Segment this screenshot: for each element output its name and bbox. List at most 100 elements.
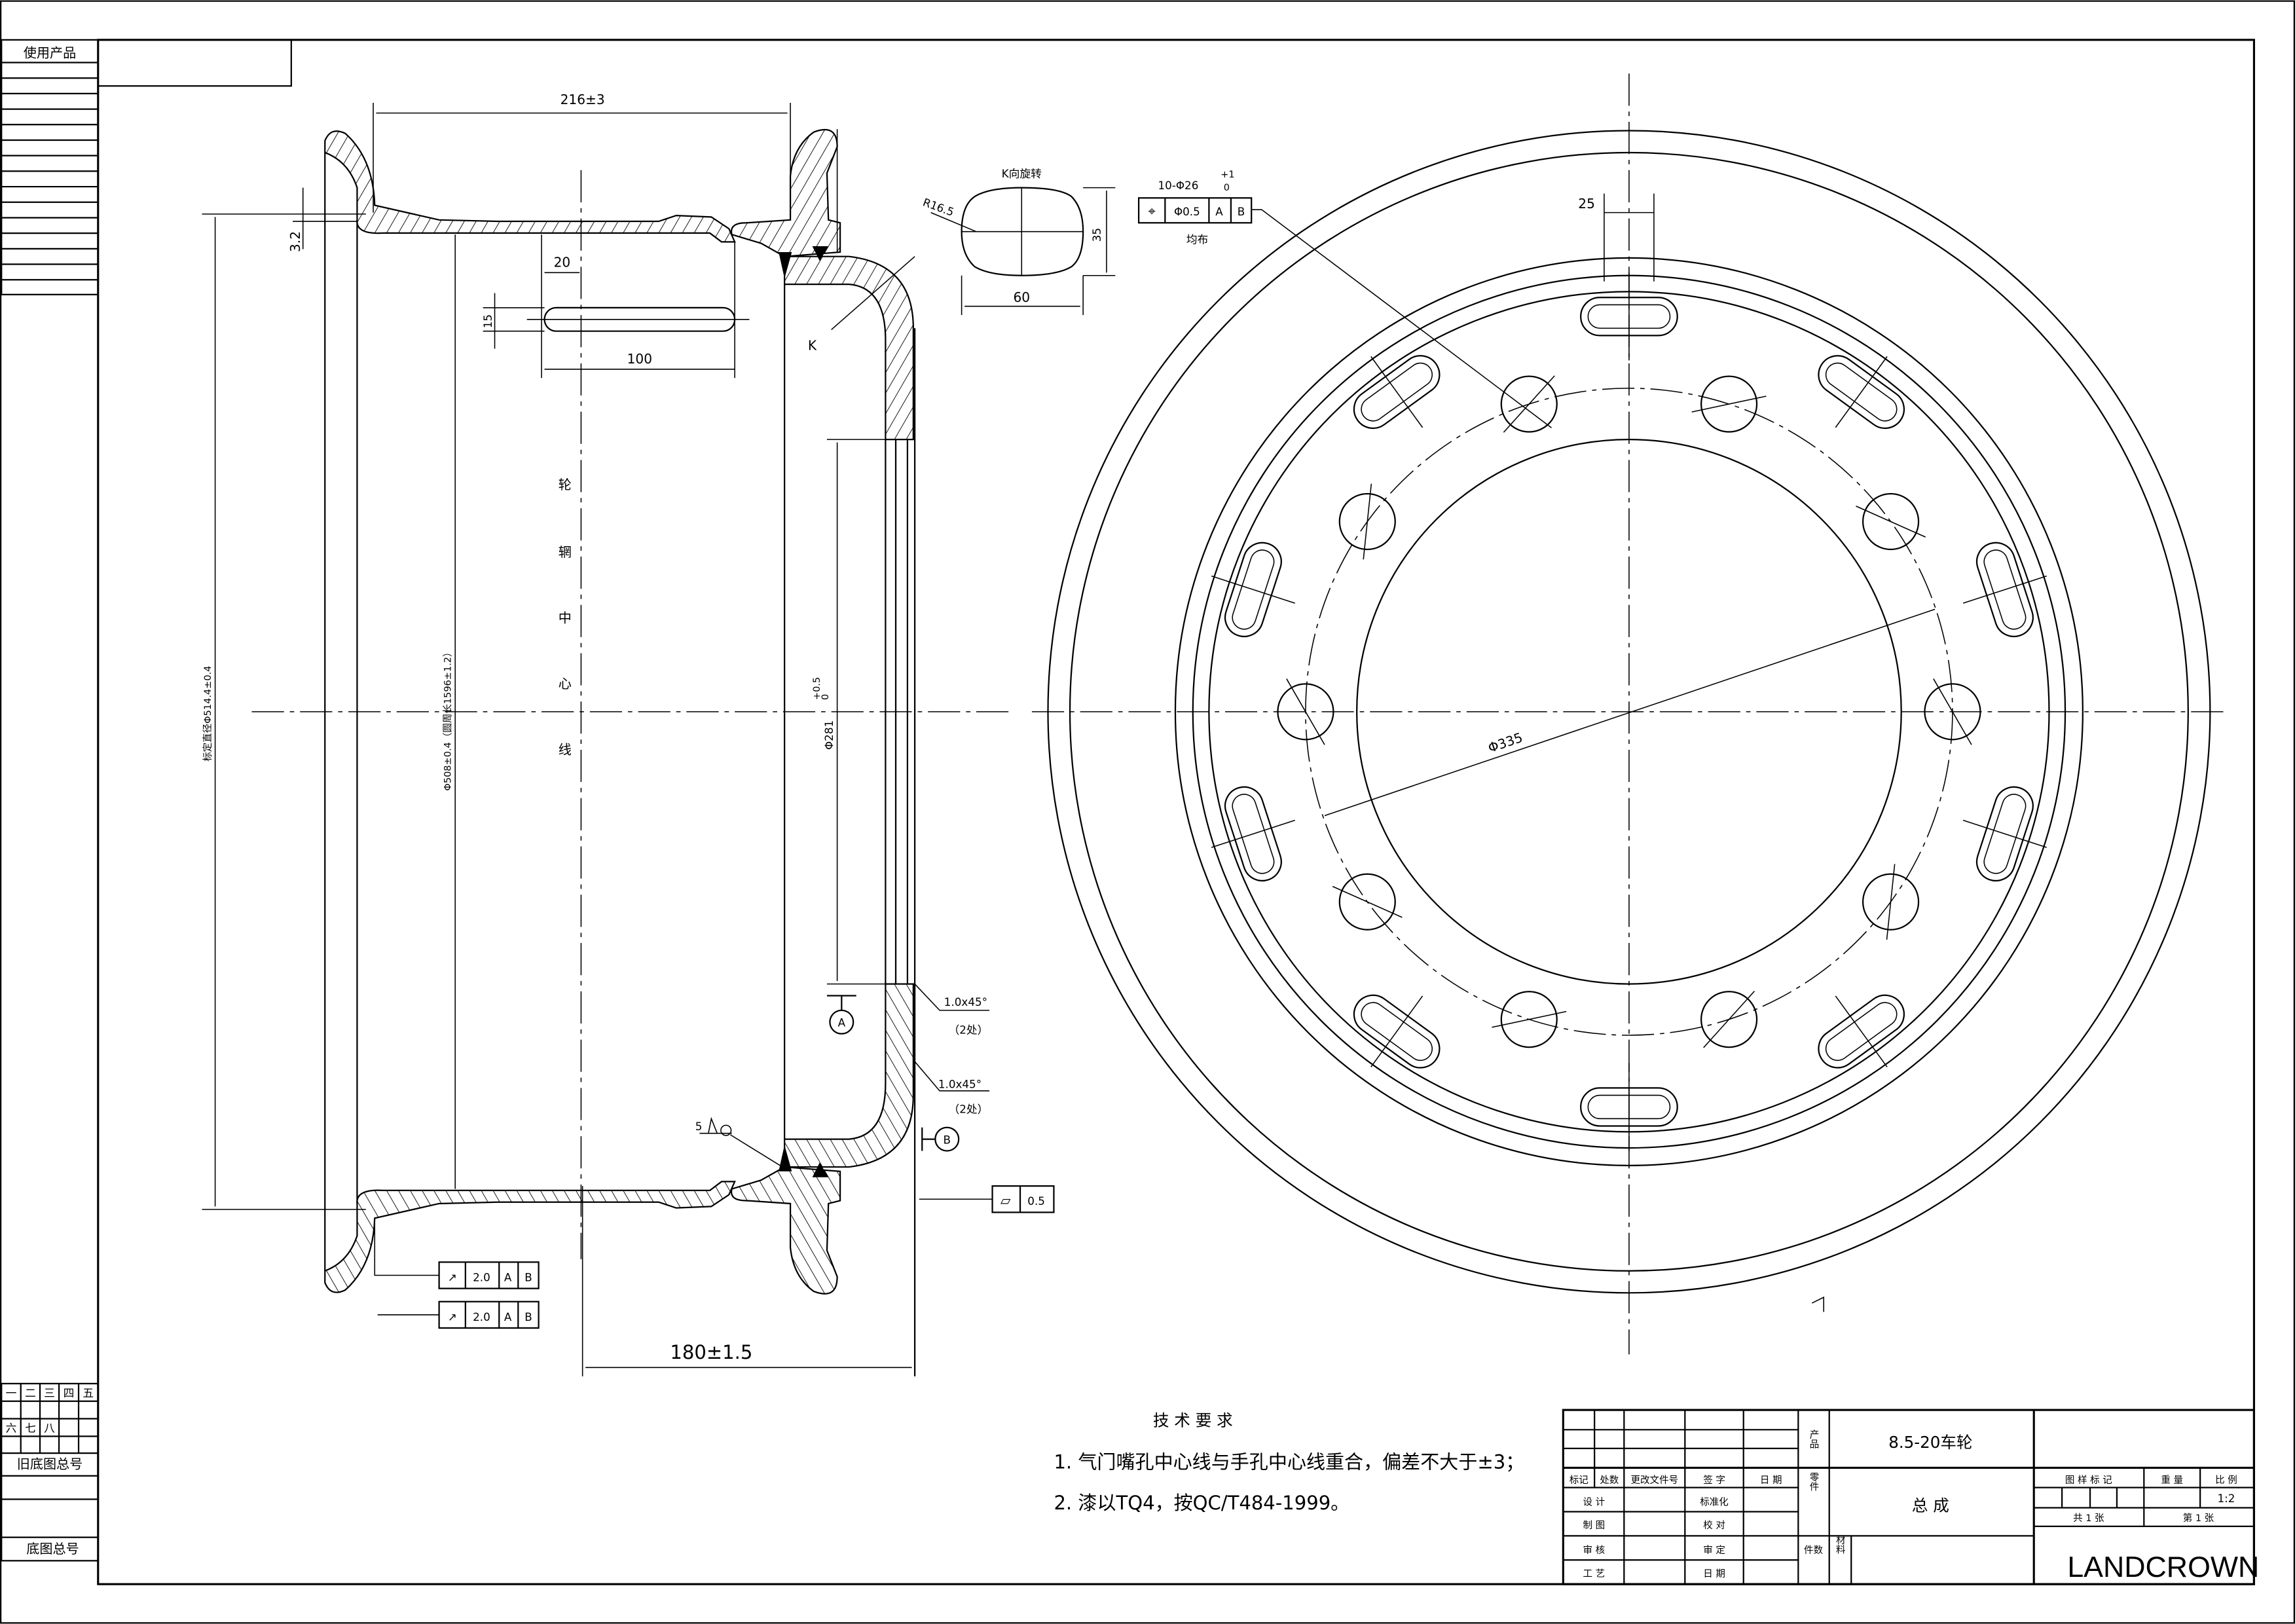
bolt-hole: [1500, 375, 1558, 433]
pattern-mark-label: 图 样 标 记: [2065, 1475, 2112, 1486]
hand-hole: [1962, 786, 2047, 882]
k-view-title: K向旋转: [1002, 167, 1042, 180]
header-mark: 标记: [1570, 1475, 1588, 1486]
position-datum: B: [1238, 205, 1245, 218]
num-7: 七: [25, 1422, 36, 1435]
centerline-char: 线: [559, 742, 572, 758]
centerline-char: 心: [559, 676, 572, 692]
runout-datum: B: [524, 1270, 532, 1283]
role-process: 工 艺: [1583, 1568, 1605, 1579]
bolt-hole: [1700, 990, 1758, 1048]
front-view: 25 Φ335: [1031, 73, 2225, 1355]
num-5: 五: [83, 1386, 94, 1399]
sheet-number: 第 1 张: [2183, 1512, 2214, 1524]
position-symbol: ⌖: [1148, 203, 1156, 219]
hole-crosshair: [1856, 506, 1926, 538]
role-design: 设 计: [1583, 1496, 1605, 1507]
old-drawing-no-label: 旧底图总号: [17, 1456, 83, 1472]
chamfer2-label: 1.0x45°: [938, 1077, 982, 1090]
bolt-hole: [1862, 864, 1920, 940]
slot-length-label: 100: [627, 351, 652, 367]
used-product-table: 使用产品: [1, 39, 99, 295]
hand-hole: [1818, 994, 1905, 1069]
role-review: 审 核: [1583, 1545, 1605, 1556]
part-label: 零件: [1808, 1472, 1819, 1491]
quantity-label: 件数: [1804, 1545, 1824, 1556]
runout-symbol: ↗: [448, 1310, 457, 1323]
part-name: 总 成: [1912, 1496, 1949, 1515]
hand-hole: [1580, 272, 1678, 361]
pilot-circle-label: Φ335: [1486, 729, 1524, 756]
role-drafting: 制 图: [1583, 1520, 1605, 1531]
title-block: 标记 处数 更改文件号 签 字 日 期 设 计 制 图 审 核 工 艺 标准化 …: [1562, 1409, 2259, 1585]
header-change-doc: 更改文件号: [1631, 1475, 1679, 1486]
flatness-symbol: ▱: [1001, 1192, 1011, 1208]
datum-b-label: B: [944, 1133, 951, 1146]
scale-label: 比 例: [2215, 1475, 2237, 1486]
hand-hole-radial-line: [1835, 356, 1888, 428]
hand-hole: [1580, 1063, 1678, 1151]
flatness-value: 0.5: [1027, 1194, 1045, 1208]
num-3: 三: [44, 1386, 55, 1399]
technical-requirements: 技 术 要 求 1. 气门嘴孔中心线与手孔中心线重合，偏差不大于±3； 2. 漆…: [1054, 1411, 1524, 1514]
position-tolerance-frame: 10-Φ26 +1 0 ⌖ Φ0.5 A B 均布: [1137, 170, 1552, 428]
hole-crosshair: [1492, 1010, 1567, 1028]
bolt-hole: [1338, 483, 1396, 560]
num-8: 八: [44, 1422, 55, 1435]
dim-offset: 180±1.5: [585, 1341, 912, 1369]
rim-section-top: [324, 128, 914, 441]
hole-crosshair: [1363, 483, 1372, 560]
k-view-arrow: K: [808, 256, 915, 354]
k-radius-label: R16.5: [921, 195, 956, 219]
bolt-hole: [1332, 873, 1403, 931]
k-height-label: 35: [1090, 228, 1103, 242]
hand-hole: [1818, 355, 1905, 430]
hole-crosshair: [1933, 678, 1972, 745]
holes-tol-upper: +1: [1221, 170, 1234, 180]
slot-width-label: 15: [481, 314, 494, 328]
hand-hole: [1211, 542, 1295, 638]
product-label: 产品: [1808, 1430, 1819, 1449]
bolt-hole: [1492, 991, 1567, 1048]
runout-frame-1: ↗ 2.0 A B: [374, 1223, 540, 1289]
runout-datum: A: [504, 1270, 512, 1283]
runout-frame-2: ↗ 2.0 A B: [377, 1301, 540, 1329]
hand-hole: [1353, 994, 1441, 1069]
role-standardization: 标准化: [1700, 1496, 1729, 1507]
weight-label: 重 量: [2161, 1475, 2183, 1486]
product-name: 8.5-20车轮: [1888, 1433, 1972, 1452]
runout-value: 2.0: [473, 1270, 490, 1283]
nominal-diameter-label: 标定直径Φ514.4±0.4: [202, 666, 213, 762]
hand-hole-radial-line: [1370, 995, 1423, 1067]
used-product-label: 使用产品: [24, 45, 76, 61]
notch-width-label: 25: [1578, 196, 1595, 212]
dim-slot: 20 15 100: [481, 254, 735, 370]
rim-width-label: 216±3: [560, 92, 605, 107]
offset-label: 180±1.5: [670, 1341, 752, 1363]
scale-value: 1:2: [2217, 1492, 2235, 1505]
holes-tol-lower: 0: [1224, 183, 1230, 193]
weld-symbol: 5: [695, 1116, 780, 1166]
position-datum: A: [1215, 205, 1223, 218]
num-6: 六: [6, 1422, 17, 1435]
hole-crosshair: [1886, 864, 1896, 940]
num-4: 四: [64, 1386, 75, 1399]
tech-req-item: 2. 漆以TQ4，按QC/T484-1999。: [1054, 1492, 1349, 1514]
hand-hole: [1353, 355, 1441, 430]
dim-thickness: 3.2: [202, 187, 366, 252]
centerline-char: 辋: [559, 544, 572, 560]
runout-symbol: ↗: [448, 1270, 457, 1283]
hole-crosshair: [1286, 678, 1325, 745]
role-proofread: 校 对: [1703, 1520, 1725, 1531]
centerline-char: 中: [559, 610, 572, 626]
valve-notch: 25: [1578, 193, 1655, 282]
sheets-total: 共 1 张: [2073, 1513, 2104, 1524]
bolt-hole: [1691, 375, 1767, 433]
tech-req-item: 1. 气门嘴孔中心线与手孔中心线重合，偏差不大于±3；: [1054, 1451, 1524, 1473]
company-name: LANDCROWN: [2067, 1551, 2259, 1583]
datum-a-label: A: [838, 1016, 846, 1029]
hole-crosshair: [1503, 375, 1555, 433]
hole-crosshair: [1703, 990, 1755, 1048]
k-arrow-label: K: [808, 338, 817, 354]
material-label: 材料: [1835, 1535, 1845, 1555]
